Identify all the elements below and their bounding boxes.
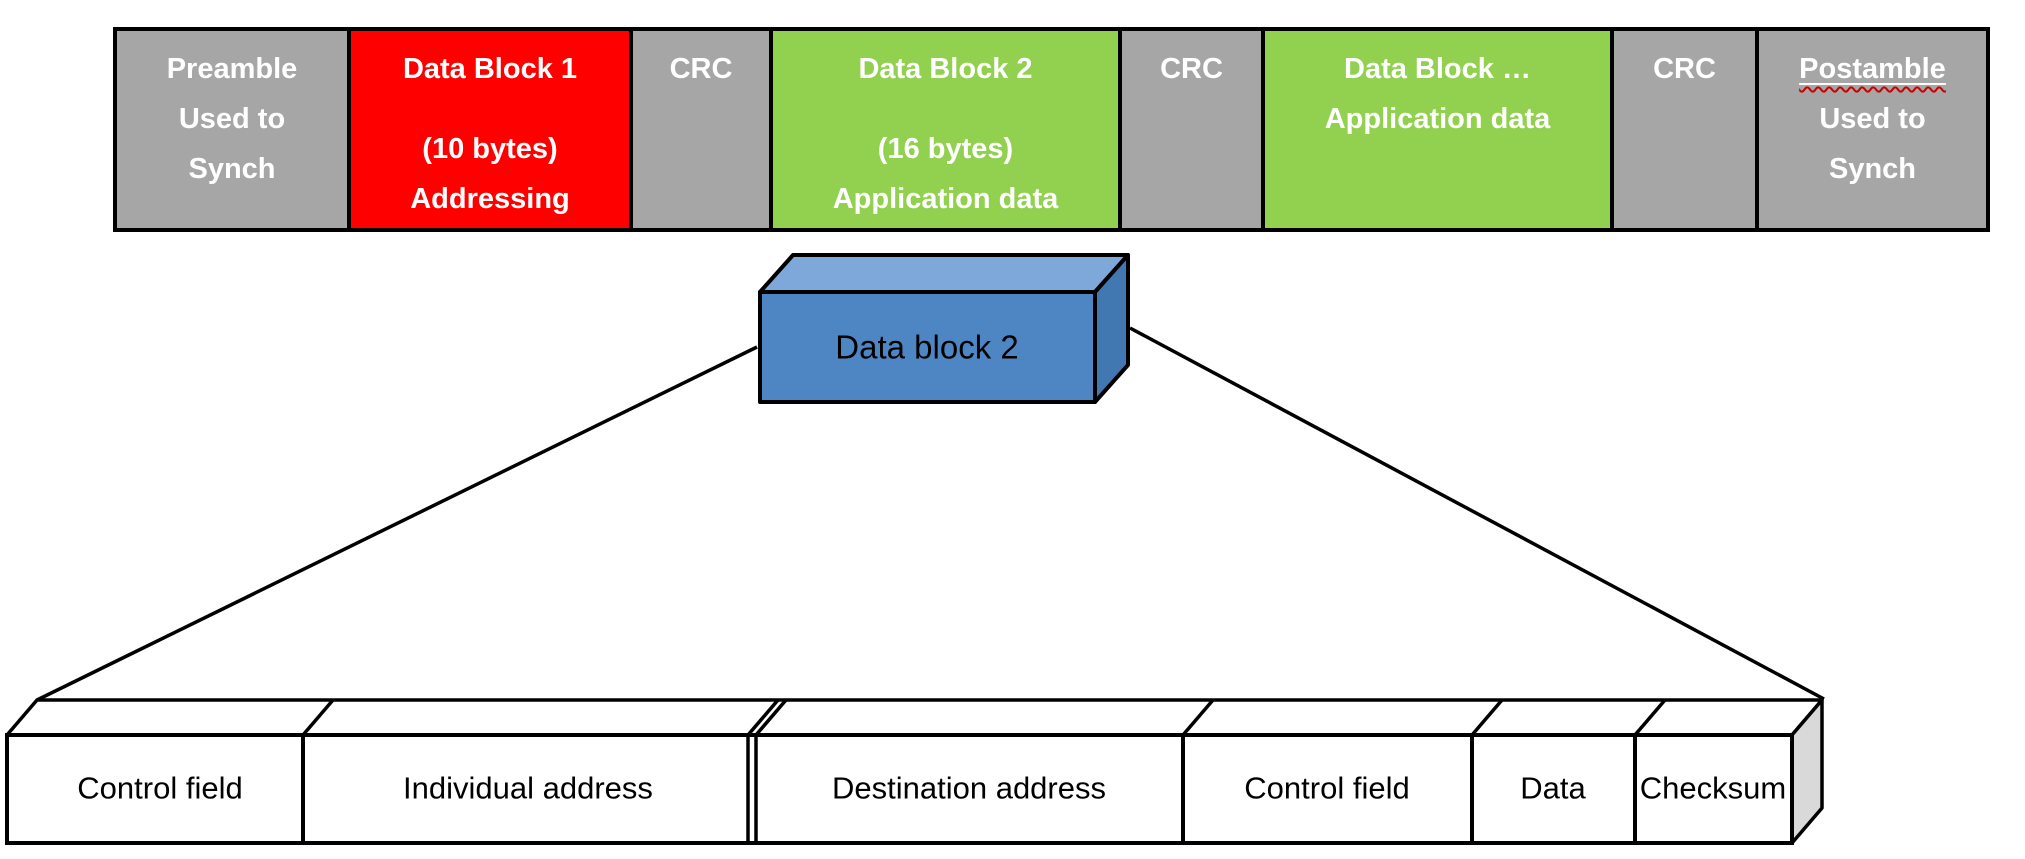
segment-label: Synch (1828, 153, 1917, 185)
segment-label: Synch (188, 153, 276, 185)
field-separator-3d-tick (1470, 698, 1504, 737)
segment-label: Data Block … (1344, 53, 1531, 85)
frame-segment-data-block-1: Data Block 1 (10 bytes) Addressing (347, 31, 629, 228)
field-separator-3d-tick (1181, 698, 1215, 737)
segment-label: Used to (1819, 103, 1926, 135)
callout-connector-right (1129, 326, 1825, 701)
segment-label-misspelled: Postamble (1799, 44, 1946, 94)
frame-segment-data-block-n: Data Block … Application data (1261, 31, 1610, 228)
data-block-2-callout-box: Data block 2 (758, 253, 1130, 404)
callout-connector-left (36, 345, 758, 702)
segment-label: Addressing (410, 183, 570, 215)
segment-label: Application data (832, 183, 1059, 215)
field-control-field-2: Control field (1244, 771, 1409, 806)
field-individual-address: Individual address (403, 771, 653, 806)
callout-box-label: Data block 2 (835, 329, 1018, 366)
segment-label: Data Block 2 (858, 53, 1033, 85)
frame-segment-data-block-2: Data Block 2 (16 bytes) Application data (769, 31, 1118, 228)
detail-bar: Control field Individual address Destina… (5, 698, 1824, 845)
callout-box-top-face (758, 253, 1130, 294)
segment-label: CRC (1653, 53, 1716, 85)
frame-segment-preamble: Preamble Used to Synch (117, 31, 347, 228)
field-separator-3d-tick (301, 698, 335, 737)
frame-segment-crc-1: CRC (629, 31, 769, 228)
callout-box-front-face (758, 290, 1097, 404)
field-separator-3d-tick (754, 698, 788, 737)
field-data: Data (1520, 771, 1586, 806)
field-destination-address: Destination address (832, 771, 1106, 806)
segment-bytes-label: (10 bytes) (422, 133, 558, 165)
frame-segment-crc-2: CRC (1118, 31, 1261, 228)
segment-label: Data Block 1 (402, 53, 578, 85)
segment-label: Used to (178, 103, 286, 135)
detail-bar-top-face (5, 698, 1824, 737)
field-control-field-1: Control field (77, 771, 242, 806)
segment-label: Application data (1324, 103, 1551, 135)
field-separator-3d-tick (1633, 698, 1667, 737)
field-checksum: Checksum (1640, 771, 1786, 806)
frame-structure-bar: Preamble Used to Synch Data Block 1 (10 … (113, 27, 1990, 232)
field-separator-3d-tick (746, 698, 780, 737)
segment-label: Preamble (166, 53, 298, 85)
segment-label: CRC (669, 53, 733, 85)
segment-label: CRC (1160, 53, 1223, 85)
spellcheck-squiggle: Postamble (1799, 53, 1946, 85)
frame-segment-crc-3: CRC (1610, 31, 1755, 228)
frame-segment-postamble: Postamble Used to Synch (1755, 31, 1986, 228)
segment-bytes-label: (16 bytes) (877, 133, 1014, 165)
